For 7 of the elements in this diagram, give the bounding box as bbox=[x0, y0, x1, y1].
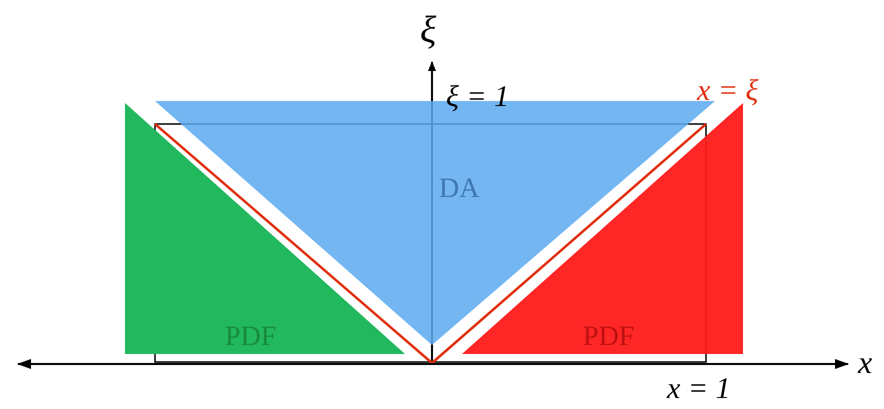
boundary-label: x = 1 bbox=[667, 372, 731, 406]
axis-label: ξ bbox=[420, 8, 436, 52]
line-label: x = ξ bbox=[697, 74, 758, 108]
region-label: DA bbox=[439, 173, 480, 205]
axis-label: x bbox=[858, 344, 872, 381]
boundary-label: ξ = 1 bbox=[446, 80, 510, 114]
region-label: PDF bbox=[583, 321, 634, 353]
